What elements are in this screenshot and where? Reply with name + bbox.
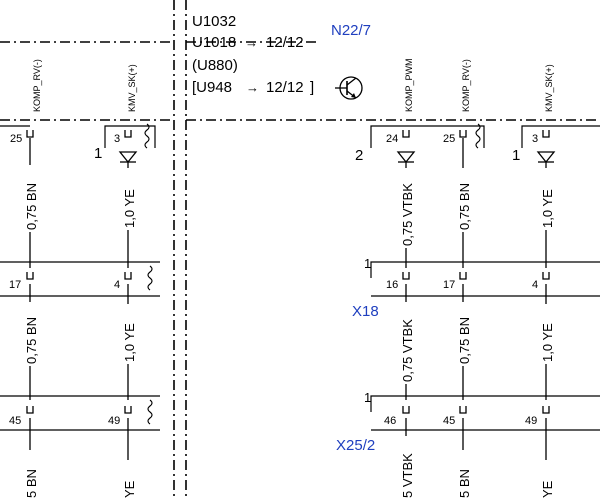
connector-socket-icon <box>124 271 132 280</box>
wire-label: 1,0 YE <box>122 189 137 228</box>
wire-label: 1,0 YE <box>122 323 137 362</box>
pin-label: KOMP_RV(-) <box>32 59 42 112</box>
pin-number: 4 <box>114 279 120 291</box>
component-name: N22/7 <box>331 22 371 39</box>
shield-wave-icon <box>147 399 153 425</box>
pin-number: 17 <box>443 279 455 291</box>
wire-label: 0,75 VTBK <box>400 319 415 382</box>
connector-socket-icon <box>402 405 410 414</box>
ref-u948: [U948 <box>192 79 232 96</box>
pin-number: 4 <box>532 279 538 291</box>
wire-label: 0,75 BN <box>24 183 39 230</box>
wire-segments-3 <box>29 418 547 460</box>
pin-number: 46 <box>384 415 396 427</box>
connector-socket-icon <box>459 405 467 414</box>
pin-label: KOMP_RV(-) <box>461 59 471 112</box>
wire-label: 0,75 VTBK <box>400 183 415 246</box>
wire-label: YE <box>122 480 137 498</box>
wire-label: YE <box>540 480 555 498</box>
page-ref-1: 12/12 <box>266 34 304 51</box>
connector-socket-icon <box>26 405 34 414</box>
connector-socket-icon <box>124 405 132 414</box>
wire-label: 1,0 YE <box>540 323 555 362</box>
pin-number: 25 <box>10 133 22 145</box>
connector-socket-icon <box>459 129 467 138</box>
connector-name: X18 <box>352 303 379 320</box>
wire-label: 5 BN <box>24 469 39 498</box>
connector-name: X25/2 <box>336 437 375 454</box>
wire-label: 5 BN <box>457 469 472 498</box>
pin-number: 45 <box>443 415 455 427</box>
diode-mark: 1 <box>512 147 520 164</box>
pin-number: 17 <box>9 279 21 291</box>
pin-number: 45 <box>9 415 21 427</box>
connector-socket-icon <box>26 271 34 280</box>
diode-mark: 2 <box>355 147 363 164</box>
ref-u1032: U1032 <box>192 13 236 30</box>
shield-wave-icon <box>475 123 481 149</box>
pin-number: 49 <box>108 415 120 427</box>
diode-icon <box>397 151 415 163</box>
page-ref-2: 12/12 <box>266 79 304 96</box>
ref-bracket-close: ] <box>310 79 314 96</box>
connector-socket-icon <box>542 405 550 414</box>
connector-socket-icon <box>542 271 550 280</box>
wire-segments-2 <box>29 284 547 400</box>
pin-label: KMV_SK(+) <box>544 64 554 112</box>
connector-mark: 1 <box>364 256 371 271</box>
pin-bracket-right <box>370 125 600 148</box>
pin-number: 3 <box>114 133 120 145</box>
wire-label: 5 VTBK <box>400 453 415 498</box>
connector-socket-icon <box>402 271 410 280</box>
arrow-right-icon: → <box>246 80 259 95</box>
diode-icon <box>119 151 137 163</box>
connector-socket-icon <box>542 129 550 138</box>
pin-label: KOMP_PWM <box>404 58 414 112</box>
pin-number: 49 <box>525 415 537 427</box>
wire-label: 0,75 BN <box>457 183 472 230</box>
shield-wave-icon <box>147 265 153 291</box>
ref-u1018: U1018 <box>192 34 236 51</box>
pin-bracket-left <box>0 125 156 148</box>
wire-label: 0,75 BN <box>457 317 472 364</box>
connector-socket-icon <box>124 129 132 138</box>
pin-number: 24 <box>386 133 398 145</box>
connector-x18 <box>0 261 600 297</box>
wire-label: 1,0 YE <box>540 189 555 228</box>
transistor-icon <box>335 76 363 100</box>
connector-socket-icon <box>26 129 34 138</box>
pin-number: 25 <box>443 133 455 145</box>
connector-socket-icon <box>459 271 467 280</box>
pin-number: 3 <box>532 133 538 145</box>
pin-label: KMV_SK(+) <box>127 64 137 112</box>
diode-mark: 1 <box>94 145 102 162</box>
wire-label: 0,75 BN <box>24 317 39 364</box>
connector-socket-icon <box>402 129 410 138</box>
connector-x25-2 <box>0 395 600 431</box>
pin-number: 16 <box>386 279 398 291</box>
diode-icon <box>537 151 555 163</box>
arrow-right-icon: → <box>245 35 258 50</box>
ref-u880: (U880) <box>192 57 238 74</box>
shield-wave-icon <box>144 123 150 149</box>
connector-mark: 1 <box>364 390 371 405</box>
